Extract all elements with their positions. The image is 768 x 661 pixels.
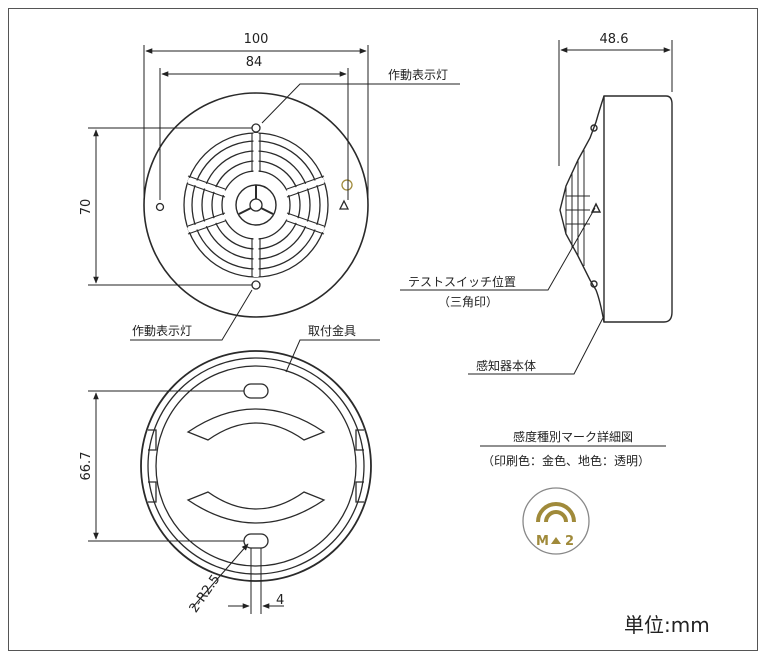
front-dimensions bbox=[88, 45, 460, 341]
base-upper-slot bbox=[186, 408, 326, 441]
front-outer-circle bbox=[143, 92, 369, 318]
dim-hole-radius: 2-R2.5 bbox=[187, 572, 224, 616]
base-view bbox=[140, 350, 372, 582]
legend-subtitle: （印刷色：金色、地色：透明） bbox=[482, 453, 650, 468]
test-switch-triangle-icon bbox=[338, 199, 350, 210]
label-indicator-top: 作動表示灯 bbox=[388, 68, 448, 82]
indicator-light-bottom-icon bbox=[251, 280, 261, 290]
mark-arc-icon bbox=[536, 502, 576, 523]
drawing-frame bbox=[8, 8, 758, 651]
side-test-switch-icon bbox=[590, 202, 602, 213]
side-body-outline bbox=[559, 95, 673, 323]
sensitivity-mark-icon bbox=[341, 179, 353, 191]
mark-letter-m: M bbox=[536, 534, 549, 549]
dim-48-6: 48.6 bbox=[600, 32, 629, 47]
mark-number: 2 bbox=[565, 534, 574, 549]
sensitivity-mark-detail bbox=[480, 445, 666, 555]
unit-label: 単位:mm bbox=[624, 613, 710, 637]
label-test-switch: テストスイッチ位置 bbox=[408, 274, 516, 289]
label-detector-body: 感知器本体 bbox=[476, 358, 536, 373]
dim-4: 4 bbox=[276, 593, 284, 608]
label-indicator-bottom: 作動表示灯 bbox=[132, 324, 192, 338]
dim-66-7: 66.7 bbox=[79, 452, 94, 481]
mark-circle bbox=[522, 487, 590, 555]
dim-84: 84 bbox=[246, 55, 263, 70]
label-test-switch-note: （三角印） bbox=[438, 295, 498, 309]
legend-title: 感度種別マーク詳細図 bbox=[513, 429, 633, 444]
label-mounting-bracket: 取付金具 bbox=[308, 323, 356, 338]
mount-hole-bottom-icon bbox=[243, 533, 269, 549]
side-dimensions bbox=[400, 40, 673, 375]
dim-100: 100 bbox=[244, 32, 269, 47]
side-view bbox=[559, 95, 673, 323]
indicator-light-top-icon bbox=[251, 123, 261, 133]
base-dimensions bbox=[88, 339, 380, 614]
mount-hole-top-icon bbox=[243, 383, 269, 399]
front-view bbox=[143, 92, 369, 318]
dim-70: 70 bbox=[79, 199, 94, 216]
base-lower-slot bbox=[186, 491, 326, 524]
screw-hole-icon bbox=[155, 202, 165, 212]
base-outer-circle bbox=[140, 350, 372, 582]
